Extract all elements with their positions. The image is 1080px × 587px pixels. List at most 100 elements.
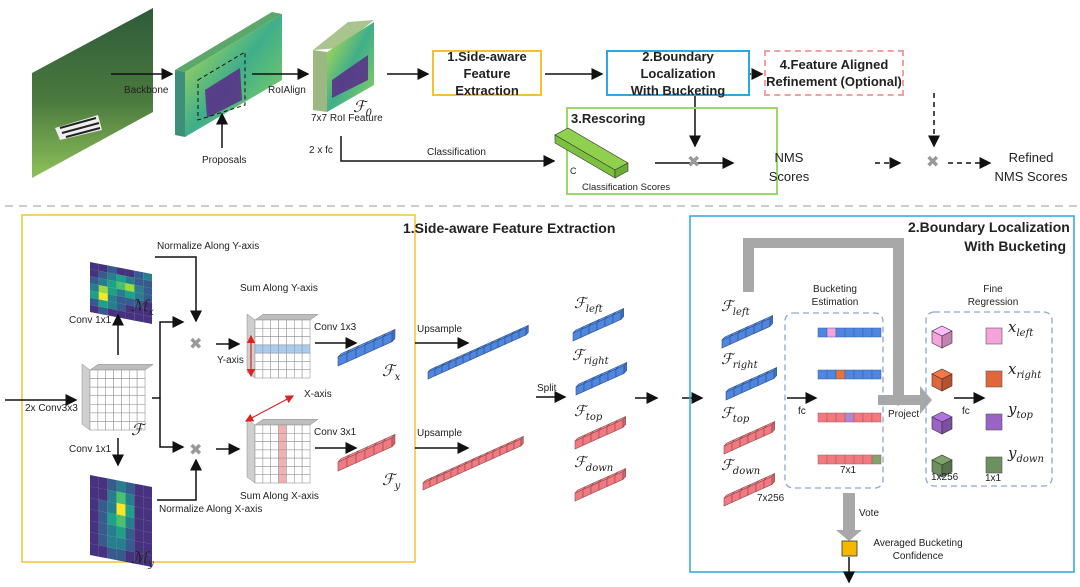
grid-cell <box>301 466 311 476</box>
grid-cell <box>293 327 303 337</box>
grid-cell <box>128 378 138 388</box>
feature-grid-f <box>81 363 154 431</box>
sum-x-label: Sum Along X-axis <box>240 491 319 502</box>
grid-cell <box>254 361 264 371</box>
grid-cell <box>105 395 114 405</box>
bucket-cell <box>862 369 873 380</box>
sum-along-y-grid <box>246 313 319 379</box>
grid-cell <box>89 403 99 414</box>
conv-top-label: Conv 1x1 <box>69 315 112 326</box>
grid-cell <box>121 403 130 414</box>
heatmap-cell <box>143 286 152 296</box>
grid-cell <box>286 319 295 329</box>
grid-cell <box>121 421 130 431</box>
classification-scores-label: Classification Scores <box>582 182 671 193</box>
bucket-row <box>817 454 882 465</box>
grid-cell <box>278 457 287 467</box>
heatmap-cell <box>134 552 144 566</box>
heatmap-cell <box>125 493 135 507</box>
grid-cell <box>89 421 99 431</box>
conv-1x3-label: Conv 1x3 <box>314 322 357 333</box>
grid-cell <box>278 352 287 362</box>
normalize-y-label: Normalize Along Y-axis <box>157 241 260 252</box>
heatmap-cell <box>107 478 117 492</box>
stage3-label: 3.Rescoring <box>571 111 646 126</box>
dims-7x256: 7x256 <box>757 493 785 504</box>
bucket-cell <box>844 412 855 423</box>
heatmap-cell <box>116 302 126 312</box>
heatmap-cell <box>107 279 117 289</box>
grid-cell <box>254 352 264 362</box>
f-left-bar <box>572 307 624 342</box>
stage3-rescoring-box <box>566 107 778 195</box>
grid-cell <box>293 319 303 329</box>
grid-cell <box>136 395 146 405</box>
grid-cell <box>89 395 99 405</box>
grid-cell <box>301 319 311 329</box>
heatmap-cell <box>98 545 108 559</box>
p2-f-right-symbol: ℱright <box>721 350 758 371</box>
grid-cell <box>254 327 264 337</box>
heatmap-cell <box>143 272 152 282</box>
heatmap-cell <box>134 540 144 554</box>
grid-cell <box>262 361 272 371</box>
heatmap-cell <box>116 480 126 494</box>
vote-label: Vote <box>859 508 880 519</box>
heatmap-cell <box>125 276 135 285</box>
grid-cell <box>286 474 295 484</box>
grid-cell <box>270 424 279 434</box>
grid-cell <box>97 412 107 422</box>
heatmap-cell <box>107 265 117 275</box>
bucket-cell <box>862 412 873 423</box>
bucket-cell <box>844 327 855 338</box>
heatmap-cell <box>98 522 108 536</box>
heatmap-cell <box>98 270 108 280</box>
heatmap-cell <box>98 292 108 302</box>
grid-cell <box>262 336 272 346</box>
grid-cell <box>301 449 311 459</box>
bucket-cell <box>862 454 873 465</box>
grid-cell <box>89 369 99 379</box>
grid-cell <box>97 403 107 414</box>
grid-cell <box>301 361 311 371</box>
heatmap-cell <box>134 306 144 316</box>
heatmap-cell <box>107 301 117 310</box>
grid-cell <box>301 352 311 362</box>
grid-cell <box>121 378 130 388</box>
heatmap-cell <box>116 525 126 539</box>
grid-cell <box>286 344 295 354</box>
heatmap-cell <box>134 299 144 308</box>
heatmap-cell <box>143 531 152 545</box>
backbone-label: Backbone <box>124 85 169 96</box>
heatmap-cell <box>143 508 152 522</box>
bucket-cell <box>826 369 837 380</box>
grid-cell <box>97 378 107 388</box>
bucket-cell <box>835 412 846 423</box>
heatmap-cell <box>125 504 135 518</box>
grid-cell <box>278 361 287 371</box>
heatmap-cell <box>116 514 126 528</box>
bucket-row <box>817 412 882 423</box>
heatmap-cell <box>134 483 144 497</box>
x-left-label: xleft <box>1008 318 1034 339</box>
mx-heatmap <box>90 262 152 324</box>
grid-cell <box>262 344 272 354</box>
heatmap-cell <box>143 553 152 567</box>
grid-cell <box>97 386 107 397</box>
grid-cell <box>105 386 114 397</box>
heatmap-cell <box>125 290 135 300</box>
grid-cell <box>89 386 99 397</box>
grid-cell <box>254 369 264 379</box>
fine-cube <box>931 411 953 435</box>
heatmap-cell <box>90 543 99 557</box>
grid-side <box>246 418 256 484</box>
heatmap-cell <box>98 476 108 490</box>
heatmap-cell <box>134 517 144 531</box>
grid-cell <box>262 352 272 362</box>
fine-cube <box>931 368 953 392</box>
grid-cell <box>262 327 272 337</box>
heatmap-cell <box>116 503 126 517</box>
heatmap-cell <box>125 311 135 321</box>
heatmap-cell <box>90 486 99 500</box>
